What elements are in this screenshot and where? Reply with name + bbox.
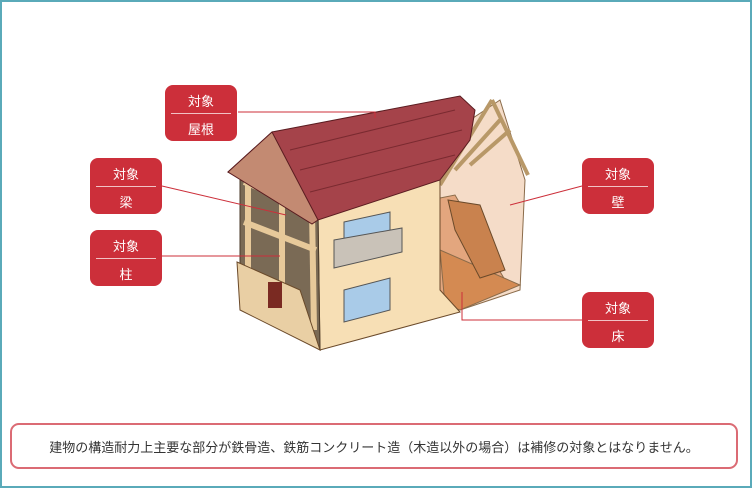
label-pillar-header: 対象 bbox=[112, 240, 139, 255]
label-pillar-name: 柱 bbox=[119, 268, 133, 283]
label-wall-header: 対象 bbox=[604, 168, 631, 183]
divider bbox=[588, 186, 648, 187]
label-roof-header: 対象 bbox=[187, 95, 214, 110]
label-beam-name: 梁 bbox=[119, 196, 133, 211]
label-beam: 対象 梁 bbox=[90, 158, 162, 214]
divider bbox=[96, 186, 156, 187]
label-floor: 対象 床 bbox=[582, 292, 654, 348]
label-floor-header: 対象 bbox=[604, 302, 631, 317]
label-roof: 対象 屋根 bbox=[165, 85, 237, 141]
exclusion-note: 建物の構造耐力上主要な部分が鉄骨造、鉄筋コンクリート造（木造以外の場合）は補修の… bbox=[10, 423, 738, 469]
label-roof-name: 屋根 bbox=[187, 123, 214, 138]
label-wall-name: 壁 bbox=[611, 196, 625, 211]
divider bbox=[96, 258, 156, 259]
label-pillar: 対象 柱 bbox=[90, 230, 162, 286]
label-wall: 対象 壁 bbox=[582, 158, 654, 214]
label-beam-header: 対象 bbox=[112, 168, 139, 183]
divider bbox=[171, 113, 231, 114]
divider bbox=[588, 320, 648, 321]
exclusion-note-text: 建物の構造耐力上主要な部分が鉄骨造、鉄筋コンクリート造（木造以外の場合）は補修の… bbox=[49, 440, 699, 456]
label-floor-name: 床 bbox=[611, 330, 625, 345]
